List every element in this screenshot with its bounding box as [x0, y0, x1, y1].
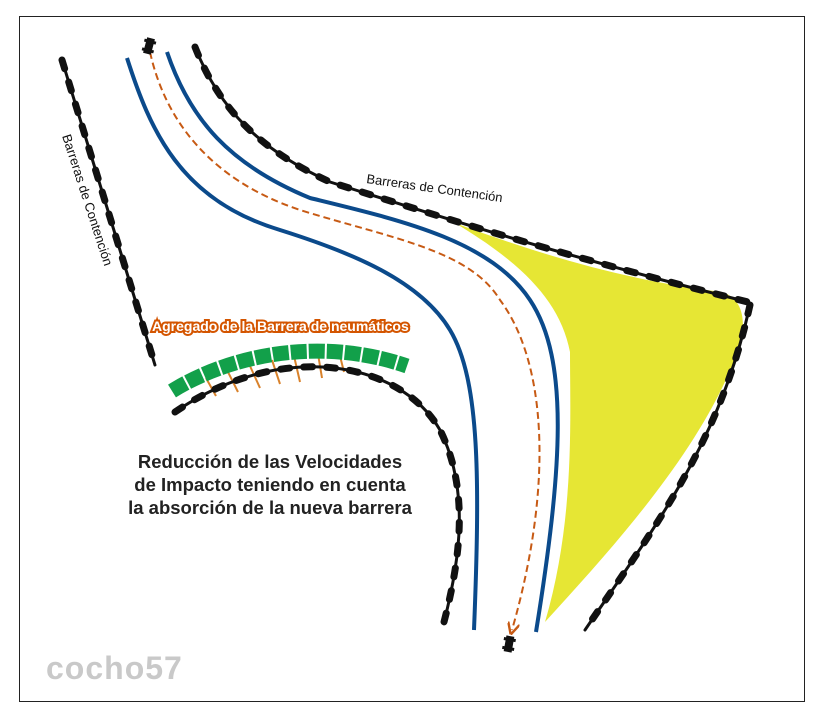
car-end-icon [502, 635, 516, 653]
track-edge-right [165, 51, 560, 633]
racing-line [149, 51, 541, 630]
diagram-caption: Reducción de las Velocidades de Impacto … [90, 450, 450, 519]
barriers [58, 43, 754, 634]
diagram-frame [19, 16, 805, 702]
barrier-top [191, 43, 752, 306]
author-watermark: cocho57 [46, 650, 183, 686]
barrier-left [58, 56, 159, 369]
car-start-icon [141, 37, 157, 55]
caption-line-2: de Impacto teniendo en cuenta [134, 474, 406, 495]
track-edge-left [125, 57, 480, 631]
runoff-zone [455, 223, 743, 622]
caption-line-3: la absorción de la nueva barrera [128, 497, 412, 518]
barrier-inner [171, 363, 463, 626]
tire-barrier-label: Agregado de la Barrera de neumáticos [152, 318, 409, 334]
tire-barrier [168, 343, 410, 398]
barrier-right [581, 301, 754, 634]
caption-line-1: Reducción de las Velocidades [137, 451, 403, 472]
